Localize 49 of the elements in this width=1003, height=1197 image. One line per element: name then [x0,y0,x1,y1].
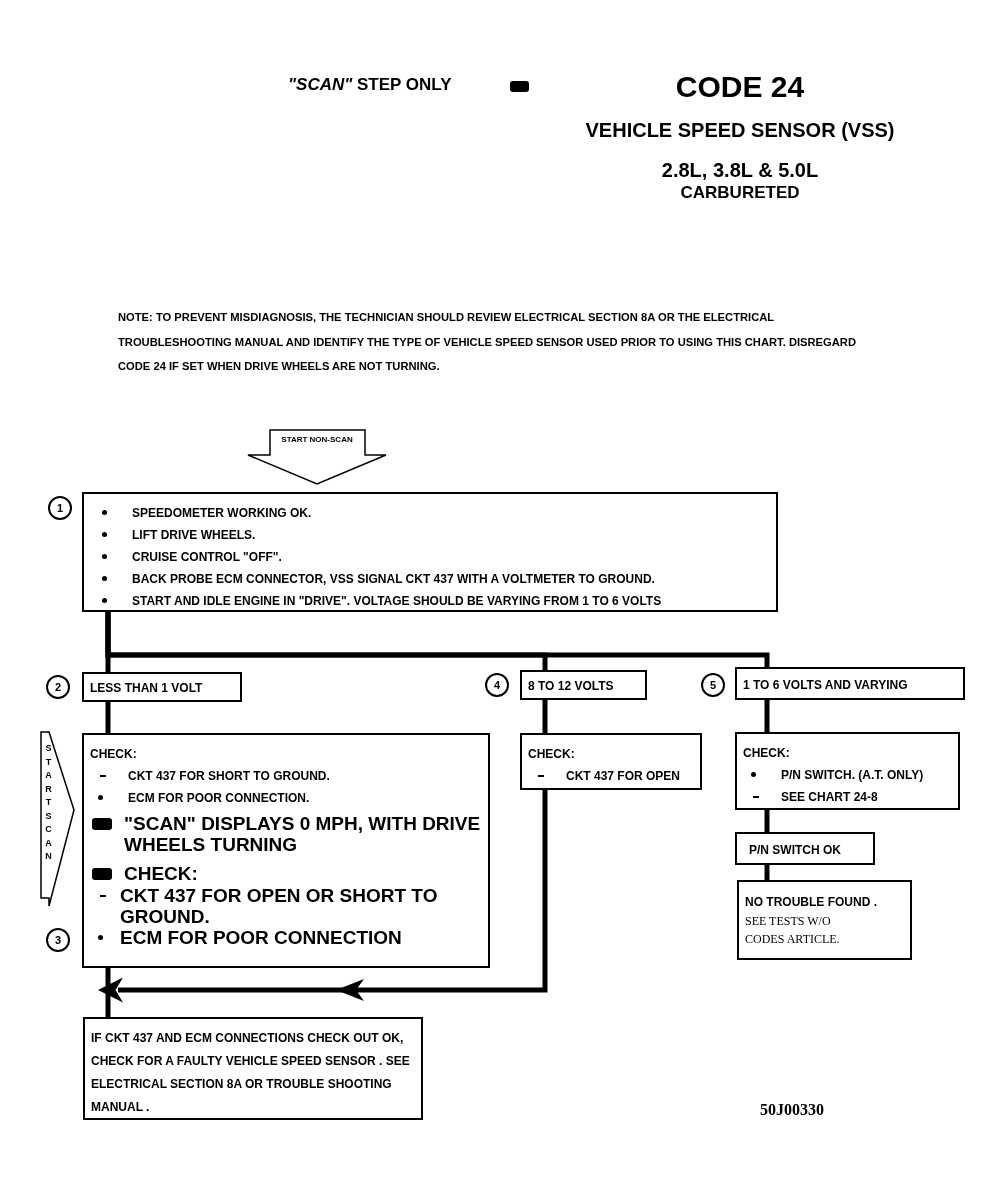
callout-number: 4 [485,673,509,697]
step-text: NO TROUBLE FOUND . [745,894,877,911]
callout-number: 5 [701,673,725,697]
step-text: BACK PROBE ECM CONNECTOR, VSS SIGNAL CKT 437 WITH A VOLTMETER TO GROUND. [132,571,655,588]
step-text: 1 TO 6 VOLTS AND VARYING [743,677,908,693]
step-box [735,832,875,865]
step-box [520,733,702,790]
note-text: NOTE: TO PREVENT MISDIAGNOSIS, THE TECHNICIAN SHOULD REVIEW ELECTRICAL SECTION 8A OR THE ELECTRICAL TROUBLESHOOTING MANUAL AND IDENTIFY THE TYPE OF VEHICLE SPEED SENSOR USED PRIOR TO USING THIS CHART. DISREGARD CODE 24 IF SET WHEN DRIVE WHEELS ARE NOT TURNING. [118,310,858,374]
step-text: ECM FOR POOR CONNECTION. [128,790,310,807]
step-text: START AND IDLE ENGINE IN "DRIVE". VOLTAGE SHOULD BE VARYING FROM 1 TO 6 VOLTS [132,593,662,610]
step-text: LESS THAN 1 VOLT [90,680,203,696]
start-label: START NON-SCAN [280,434,354,446]
step-box [82,672,242,702]
step-box [82,733,490,968]
step-text: SEE CHART 24-8 [781,789,878,806]
step-text: CKT 437 FOR OPEN OR SHORT TO GROUND. [120,885,439,927]
subtitle: CARBURETED [679,183,801,204]
step-text: CHECK: [124,863,198,884]
subtitle: VEHICLE SPEED SENSOR (VSS) [584,118,896,142]
start-label: START SCAN [44,742,53,863]
step-text: "SCAN" DISPLAYS 0 MPH, WITH DRIVE WHEELS TURNING [124,813,482,855]
step-box [83,1017,423,1120]
step-text: 8 TO 12 VOLTS [528,678,614,694]
step-text: LIFT DRIVE WHEELS. [132,527,256,544]
callout-number: 2 [46,675,70,699]
step-text: CKT 437 FOR SHORT TO GROUND. [128,768,330,785]
step-box [735,667,965,700]
step-text: CHECK: [743,745,790,762]
callout-number: 3 [46,928,70,952]
step-text: CRUISE CONTROL "OFF". [132,549,282,566]
legend-text: "SCAN" STEP ONLY [288,75,453,96]
step-text: P/N SWITCH. (A.T. ONLY) [781,767,924,784]
figure-code: 50J00330 [760,1100,825,1120]
step-text: SPEEDOMETER WORKING OK. [132,505,312,522]
step-text: CHECK: [528,746,575,763]
step-box [82,492,778,612]
step-box [520,670,647,700]
step-text: P/N SWITCH OK [749,842,841,858]
step-box [737,880,912,960]
step-text: CKT 437 FOR OPEN [566,768,681,785]
start-arrow-shape [247,428,387,486]
title: CODE 24 [674,70,806,104]
step-text: SEE TESTS W/O CODES ARTICLE. [745,913,841,948]
subtitle: 2.8L, 3.8L & 5.0L [660,158,820,182]
step-text: CHECK: [90,746,137,763]
step-box [735,732,960,810]
callout-number: 1 [48,496,72,520]
step-text: ECM FOR POOR CONNECTION [120,927,402,948]
step-text: IF CKT 437 AND ECM CONNECTIONS CHECK OUT OK, CHECK FOR A FAULTY VEHICLE SPEED SENSOR . SEE ELECTRICAL SECTION 8A OR TROUBLE SHOOTING MANUAL . [91,1030,411,1116]
